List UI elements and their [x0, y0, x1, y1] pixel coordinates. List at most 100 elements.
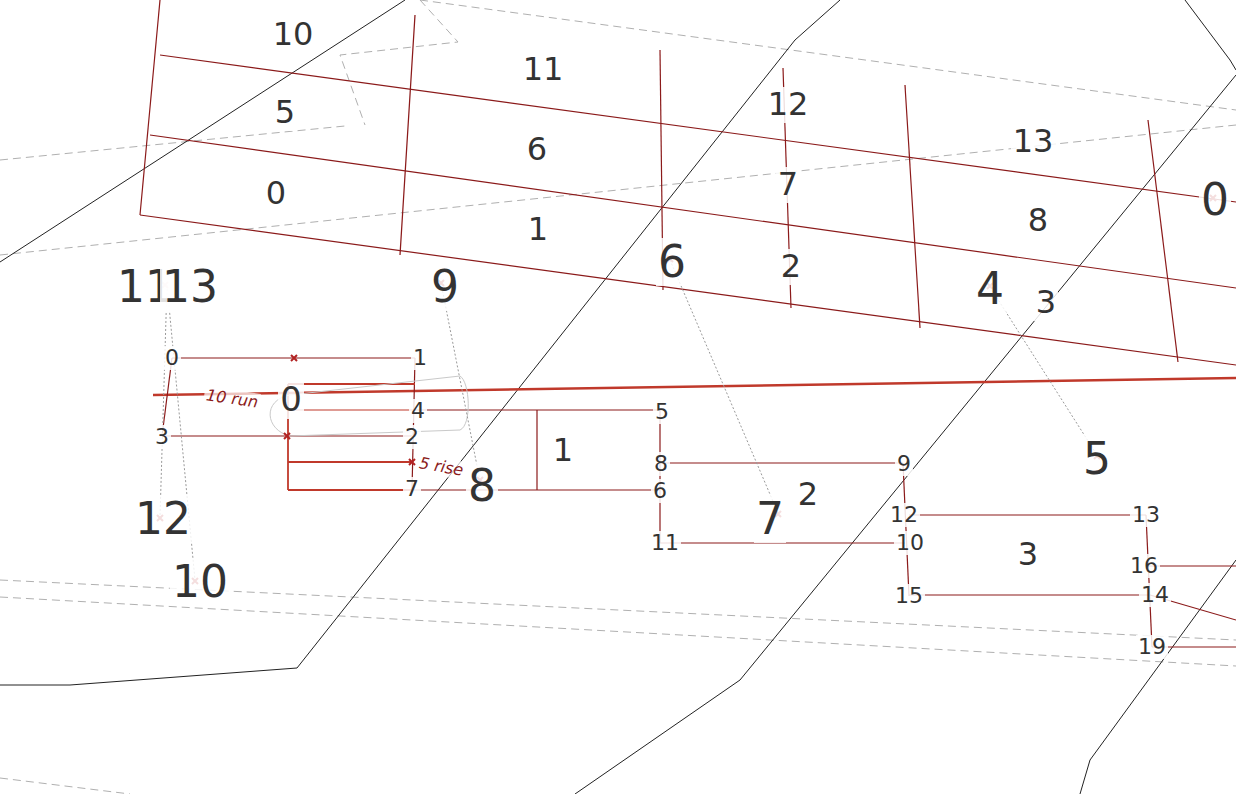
vertex-number: 6	[651, 479, 669, 503]
parcel-cell: 5	[273, 95, 297, 130]
outline-edge	[909, 514, 1146, 515]
vertex-number: 15	[893, 584, 925, 608]
parcel-cell: 0	[264, 176, 288, 211]
parcel-cell: 2	[779, 249, 803, 284]
reference-line	[340, 0, 458, 125]
vertex-number: 8	[652, 452, 670, 476]
building-outlines	[162, 358, 1236, 647]
leader-line	[670, 260, 778, 513]
parcel-number: 2	[779, 249, 803, 284]
parcel-number: 5	[273, 95, 297, 130]
reference-line	[420, 0, 1236, 110]
vertex-number: 0	[163, 346, 181, 370]
parcel-number: 11	[521, 52, 566, 87]
vertex-number: 10	[894, 531, 926, 555]
parcel-cell: 1	[551, 433, 575, 468]
vertex-number: 5	[653, 400, 671, 424]
point-markers	[157, 195, 1216, 584]
point-marker	[409, 459, 415, 465]
callout-number: 9	[429, 263, 461, 311]
callout-number: 5	[1081, 435, 1113, 483]
callout-number: 13	[160, 263, 220, 311]
vertex-number: 16	[1128, 554, 1160, 578]
parcel-cell: 12	[766, 87, 811, 122]
outline-edge	[288, 461, 412, 463]
outline-edge	[288, 409, 415, 410]
parcel-number: 6	[525, 132, 549, 167]
boundary-line	[575, 75, 1236, 794]
reference-line	[0, 125, 1236, 255]
parcel-cell: 11	[521, 52, 566, 87]
boundary-line	[0, 0, 405, 262]
leader-line	[441, 283, 480, 481]
grid-line	[140, 215, 1236, 365]
grid-line	[905, 85, 920, 328]
outline-edge	[903, 463, 909, 596]
vertex-number: 4	[409, 399, 427, 423]
outline-edge	[660, 462, 903, 463]
dimension-note: 5 rise	[416, 454, 467, 480]
parcel-number: 13	[1011, 124, 1056, 159]
vertex-number: 1	[411, 346, 429, 370]
callout-number: 4	[974, 265, 1006, 313]
parcel-number: 1	[551, 433, 575, 468]
parcel-number: 1	[526, 212, 550, 247]
parcel-number: 10	[271, 17, 316, 52]
outline-edge	[536, 410, 537, 490]
parcel-cell: 13	[1011, 124, 1056, 159]
point-marker	[284, 433, 290, 439]
parcel-cell: 3	[1034, 285, 1058, 320]
outline-edge	[412, 489, 660, 490]
parcel-cell: 8	[1026, 203, 1050, 238]
vertex-number: 19	[1136, 635, 1168, 659]
reference-line	[0, 597, 1236, 666]
vertex-number: 11	[649, 531, 681, 555]
outline-edge	[288, 489, 412, 491]
parcel-number: 12	[766, 87, 811, 122]
vertex-number: 9	[895, 452, 913, 476]
vertex-number: 7	[403, 477, 421, 501]
callout-number: 7	[754, 495, 786, 543]
callout-number: 12	[133, 495, 193, 543]
grid-line	[150, 135, 1236, 288]
point-marker	[291, 355, 297, 361]
parcel-cell: 10	[271, 17, 316, 52]
parcel-number: 3	[1034, 285, 1058, 320]
grid-line	[400, 15, 415, 255]
parcel-number: 8	[1026, 203, 1050, 238]
outline-edge	[909, 594, 1150, 595]
vertex-number: 0	[278, 381, 304, 418]
reference-line	[0, 778, 130, 794]
leader-lines	[160, 260, 1097, 580]
parcel-number: 2	[796, 477, 820, 512]
parcel-cell: 1	[526, 212, 550, 247]
roof-outline	[270, 376, 468, 436]
parcel-grid	[140, 0, 1236, 365]
parcel-cell: 6	[525, 132, 549, 167]
vertex-number: 2	[403, 425, 421, 449]
vertex-number: 14	[1139, 583, 1171, 607]
grid-line	[1148, 120, 1178, 362]
callout-number: 8	[466, 462, 498, 510]
parcel-cell: 2	[796, 477, 820, 512]
callout-number: 0	[1199, 176, 1231, 224]
boundary-line	[0, 0, 840, 685]
outline-edge	[1146, 515, 1152, 647]
boundary-line	[1185, 0, 1236, 70]
outline-edge	[659, 410, 660, 543]
parcel-number: 3	[1016, 537, 1040, 572]
parcel-number: 0	[264, 176, 288, 211]
vertex-number: 12	[888, 503, 920, 527]
parcel-cell: 7	[776, 167, 800, 202]
vertex-number: 13	[1130, 503, 1162, 527]
leader-line	[160, 285, 167, 517]
vertex-number: 3	[153, 425, 171, 449]
grid-line	[140, 0, 160, 215]
dimension-note: 10 run	[203, 386, 261, 411]
parcel-cell: 3	[1016, 537, 1040, 572]
parcel-number: 7	[776, 167, 800, 202]
